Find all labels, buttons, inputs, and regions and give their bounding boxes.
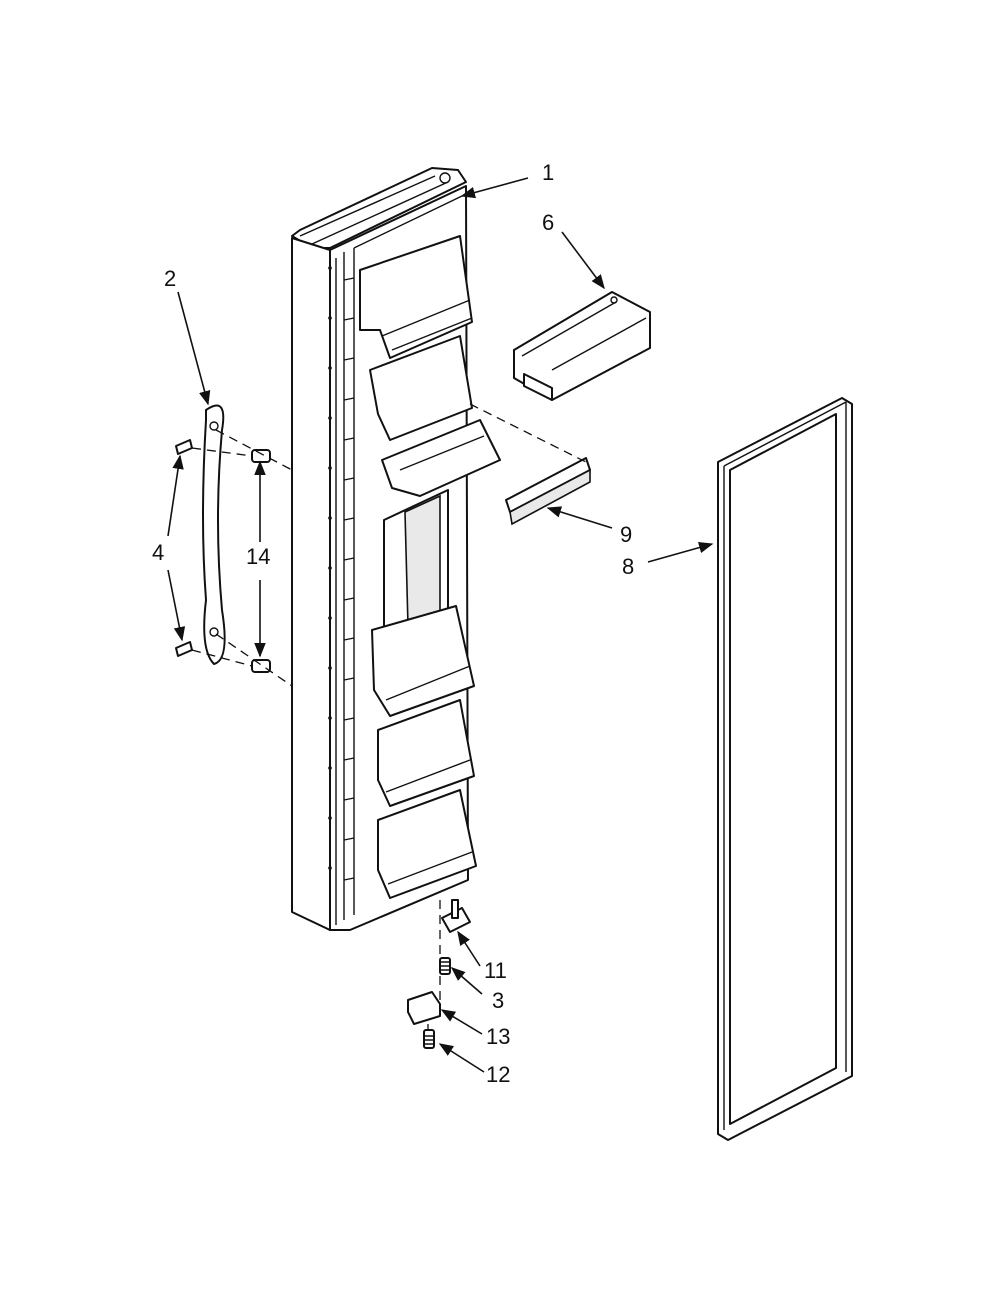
callout-3: 3: [492, 988, 504, 1013]
door-bin: [513, 291, 651, 401]
callout-4: 4: [152, 540, 164, 565]
assembly-lines: [191, 403, 587, 1030]
callout-6: 6: [542, 210, 554, 235]
callout-9: 9: [620, 522, 632, 547]
door-rail: [505, 457, 591, 526]
door-gasket: [717, 397, 853, 1141]
hinge-assembly: [407, 899, 471, 1049]
door-handle: [202, 404, 226, 665]
callout-12: 12: [486, 1062, 510, 1087]
callout-2: 2: [164, 266, 176, 291]
callout-11: 11: [484, 958, 507, 983]
callout-14: 14: [246, 544, 270, 569]
callout-8: 8: [622, 554, 634, 579]
callout-13: 13: [486, 1024, 510, 1049]
door-assembly: [291, 167, 501, 931]
leader-lines: [167, 177, 714, 1073]
callout-1: 1: [542, 160, 554, 185]
